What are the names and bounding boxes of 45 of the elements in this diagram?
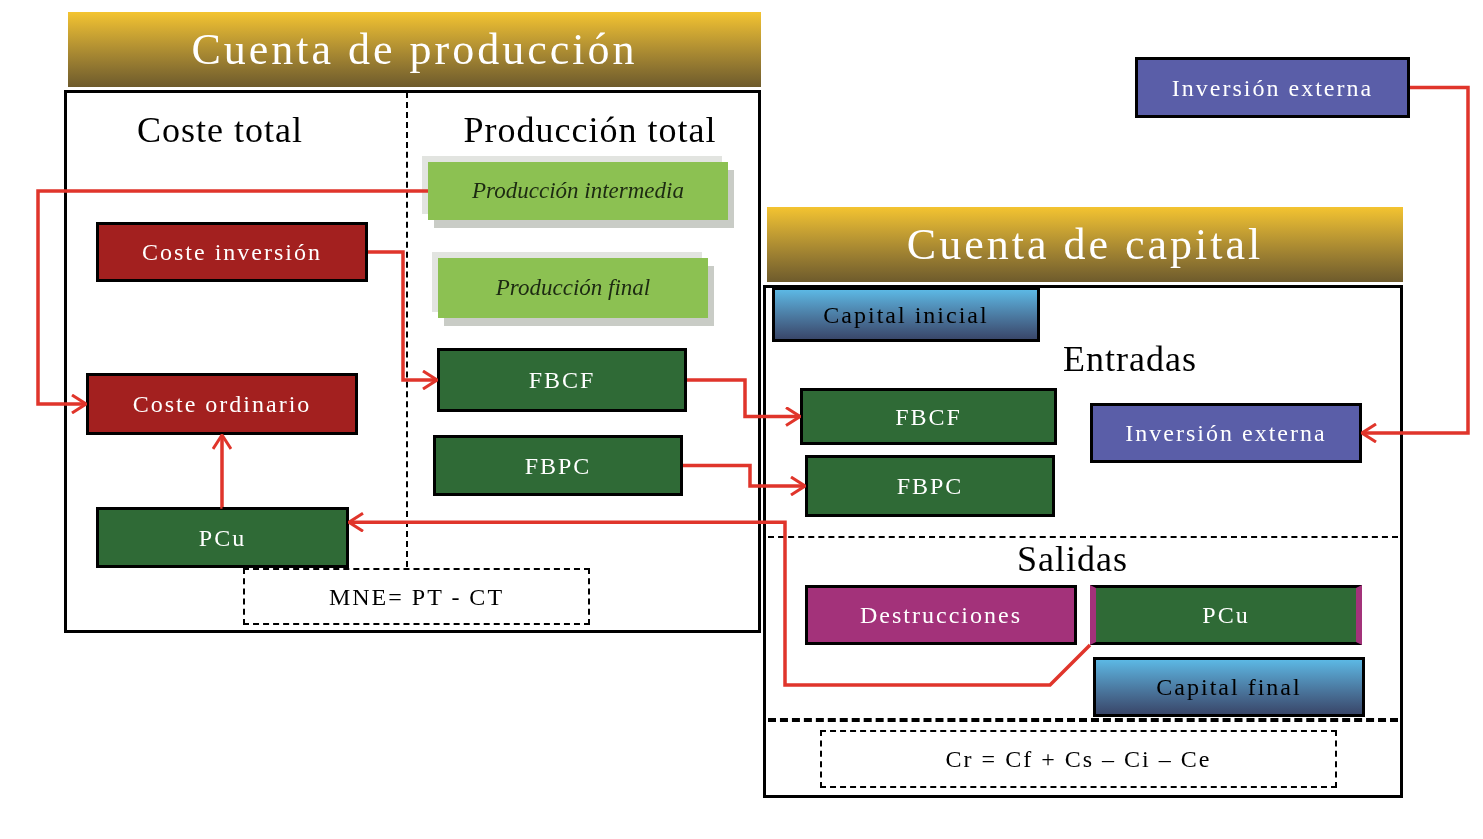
formula-box bbox=[243, 568, 590, 625]
panel-title: Cuenta de capital bbox=[906, 218, 1264, 271]
box-label: Producción intermedia bbox=[472, 176, 684, 205]
box-label: Coste ordinario bbox=[132, 390, 312, 419]
process-box bbox=[86, 373, 358, 435]
box-label: FBPC bbox=[896, 472, 964, 501]
box-label: FBPC bbox=[524, 451, 592, 481]
box-label: Destrucciones bbox=[860, 601, 1022, 630]
box-label: PCu bbox=[1202, 601, 1250, 630]
process-box bbox=[433, 435, 683, 496]
section-heading: Entradas bbox=[1062, 338, 1198, 380]
process-box bbox=[1135, 57, 1410, 118]
box-label: Capital final bbox=[1156, 673, 1302, 702]
box-label: Capital inicial bbox=[823, 300, 989, 330]
box-label: FBCF bbox=[895, 402, 962, 432]
arrow bbox=[368, 250, 439, 391]
box-label: PCu bbox=[198, 523, 247, 553]
box-label: Cr = Cf + Cs – Ci – Ce bbox=[945, 745, 1212, 774]
arrow bbox=[211, 433, 233, 509]
box-label: MNE= PT - CT bbox=[328, 582, 505, 612]
process-box bbox=[805, 455, 1055, 517]
arrow bbox=[687, 378, 802, 427]
section-heading: Salidas bbox=[1016, 538, 1129, 580]
process-box bbox=[800, 388, 1057, 445]
arrow bbox=[36, 189, 428, 415]
process-box bbox=[1093, 657, 1365, 717]
box-label: Inversión externa bbox=[1171, 73, 1374, 103]
process-box bbox=[772, 287, 1040, 342]
process-box bbox=[1090, 403, 1362, 463]
panel-title: Cuenta de producción bbox=[191, 23, 638, 76]
box-label: Inversión externa bbox=[1125, 419, 1327, 448]
arrow bbox=[1360, 85, 1470, 444]
process-box bbox=[96, 507, 349, 568]
box-label: Producción final bbox=[495, 273, 651, 302]
box-label: Coste inversión bbox=[142, 238, 322, 267]
formula-box bbox=[820, 730, 1337, 788]
process-box bbox=[805, 585, 1077, 645]
column-heading: Producción total bbox=[462, 109, 718, 152]
process-box bbox=[1090, 585, 1362, 645]
process-box bbox=[96, 222, 368, 282]
column-heading: Coste total bbox=[136, 109, 304, 152]
arrow bbox=[683, 463, 807, 497]
arrow bbox=[347, 511, 1092, 687]
process-box bbox=[437, 348, 687, 412]
box-label: FBCF bbox=[528, 366, 596, 395]
